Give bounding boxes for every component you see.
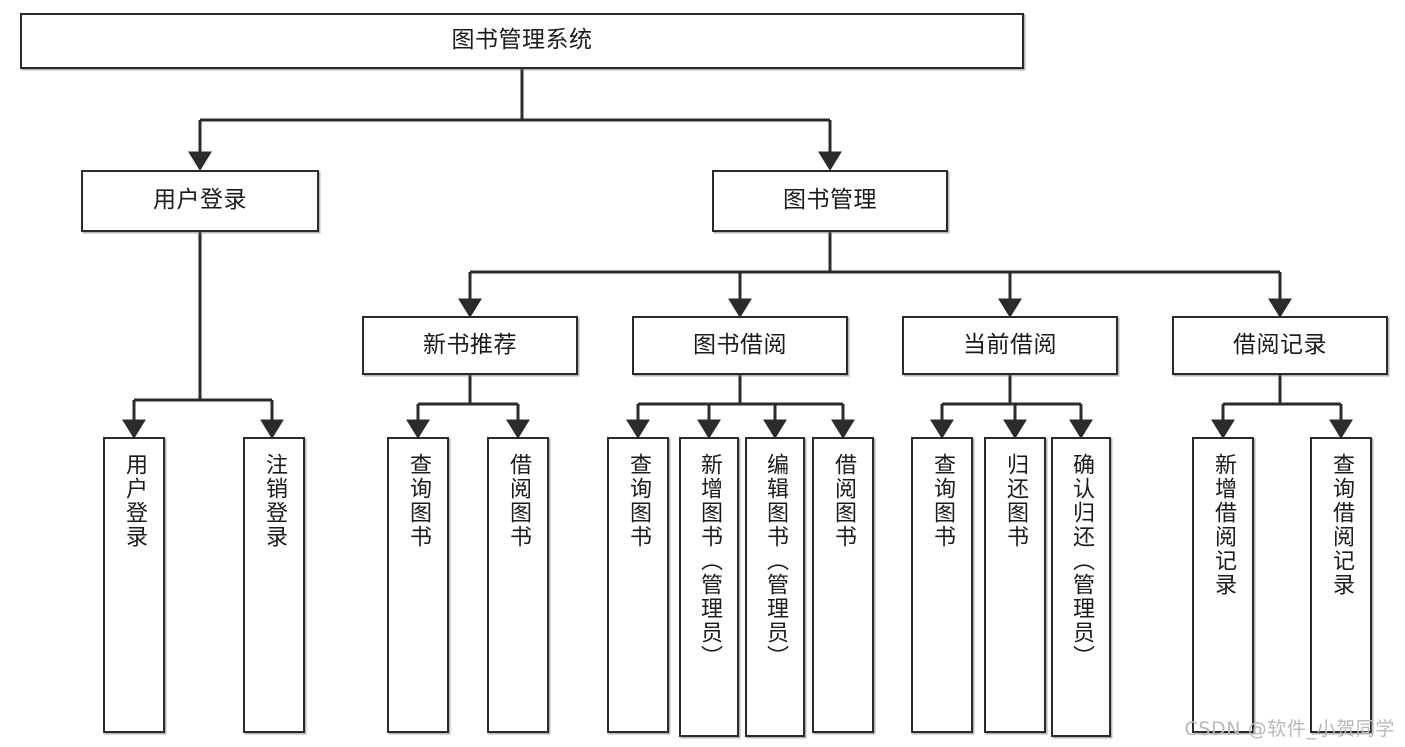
node-leaf-rec-query-label: 查询图书 [405, 453, 431, 549]
node-leaf-rec-borrow-label: 借阅图书 [505, 453, 531, 549]
node-leaf-br-add[interactable]: 新增借阅记录 [1192, 437, 1254, 733]
node-current-borrow[interactable]: 当前借阅 [902, 316, 1118, 375]
node-leaf-br-query-label: 查询借阅记录 [1328, 453, 1354, 597]
node-leaf-bb-add-label: 新增图书（管理员） [696, 453, 722, 669]
node-leaf-cb-query[interactable]: 查询图书 [911, 437, 973, 733]
node-leaf-cb-return-label: 归还图书 [1002, 453, 1028, 549]
node-new-book-rec[interactable]: 新书推荐 [362, 316, 578, 375]
node-leaf-bb-borrow[interactable]: 借阅图书 [812, 437, 874, 733]
node-leaf-bb-query[interactable]: 查询图书 [607, 437, 669, 733]
node-leaf-cb-return[interactable]: 归还图书 [984, 437, 1046, 733]
node-current-borrow-label: 当前借阅 [963, 331, 1057, 358]
node-leaf-bb-borrow-label: 借阅图书 [830, 453, 856, 549]
node-leaf-cb-query-label: 查询图书 [929, 453, 955, 549]
node-leaf-bb-edit[interactable]: 编辑图书（管理员） [745, 437, 805, 737]
node-borrow-record[interactable]: 借阅记录 [1172, 316, 1388, 375]
node-root-label: 图书管理系统 [451, 27, 593, 54]
node-borrow-record-label: 借阅记录 [1233, 331, 1327, 358]
node-book-manage-label: 图书管理 [783, 187, 877, 214]
node-leaf-br-query[interactable]: 查询借阅记录 [1310, 437, 1372, 733]
node-leaf-user-login-label: 用户登录 [121, 453, 147, 549]
node-book-manage[interactable]: 图书管理 [712, 170, 948, 232]
node-leaf-user-logout-label: 注销登录 [261, 453, 287, 549]
node-user-login-label: 用户登录 [153, 187, 247, 214]
node-new-book-rec-label: 新书推荐 [423, 331, 517, 358]
node-root[interactable]: 图书管理系统 [20, 13, 1024, 69]
node-leaf-bb-query-label: 查询图书 [625, 453, 651, 549]
node-leaf-cb-confirm-label: 确认归还（管理员） [1068, 453, 1094, 669]
node-leaf-rec-query[interactable]: 查询图书 [387, 437, 449, 733]
node-leaf-user-login[interactable]: 用户登录 [103, 437, 165, 733]
node-book-borrow-label: 图书借阅 [693, 331, 787, 358]
node-book-borrow[interactable]: 图书借阅 [632, 316, 848, 375]
node-leaf-cb-confirm[interactable]: 确认归还（管理员） [1051, 437, 1111, 737]
watermark-text: CSDN @软件_小贺同学 [1184, 718, 1395, 740]
node-user-login[interactable]: 用户登录 [81, 170, 319, 232]
node-leaf-user-logout[interactable]: 注销登录 [243, 437, 305, 733]
node-leaf-rec-borrow[interactable]: 借阅图书 [487, 437, 549, 733]
node-leaf-bb-add[interactable]: 新增图书（管理员） [679, 437, 739, 737]
node-leaf-br-add-label: 新增借阅记录 [1210, 453, 1236, 597]
node-leaf-bb-edit-label: 编辑图书（管理员） [762, 453, 788, 669]
